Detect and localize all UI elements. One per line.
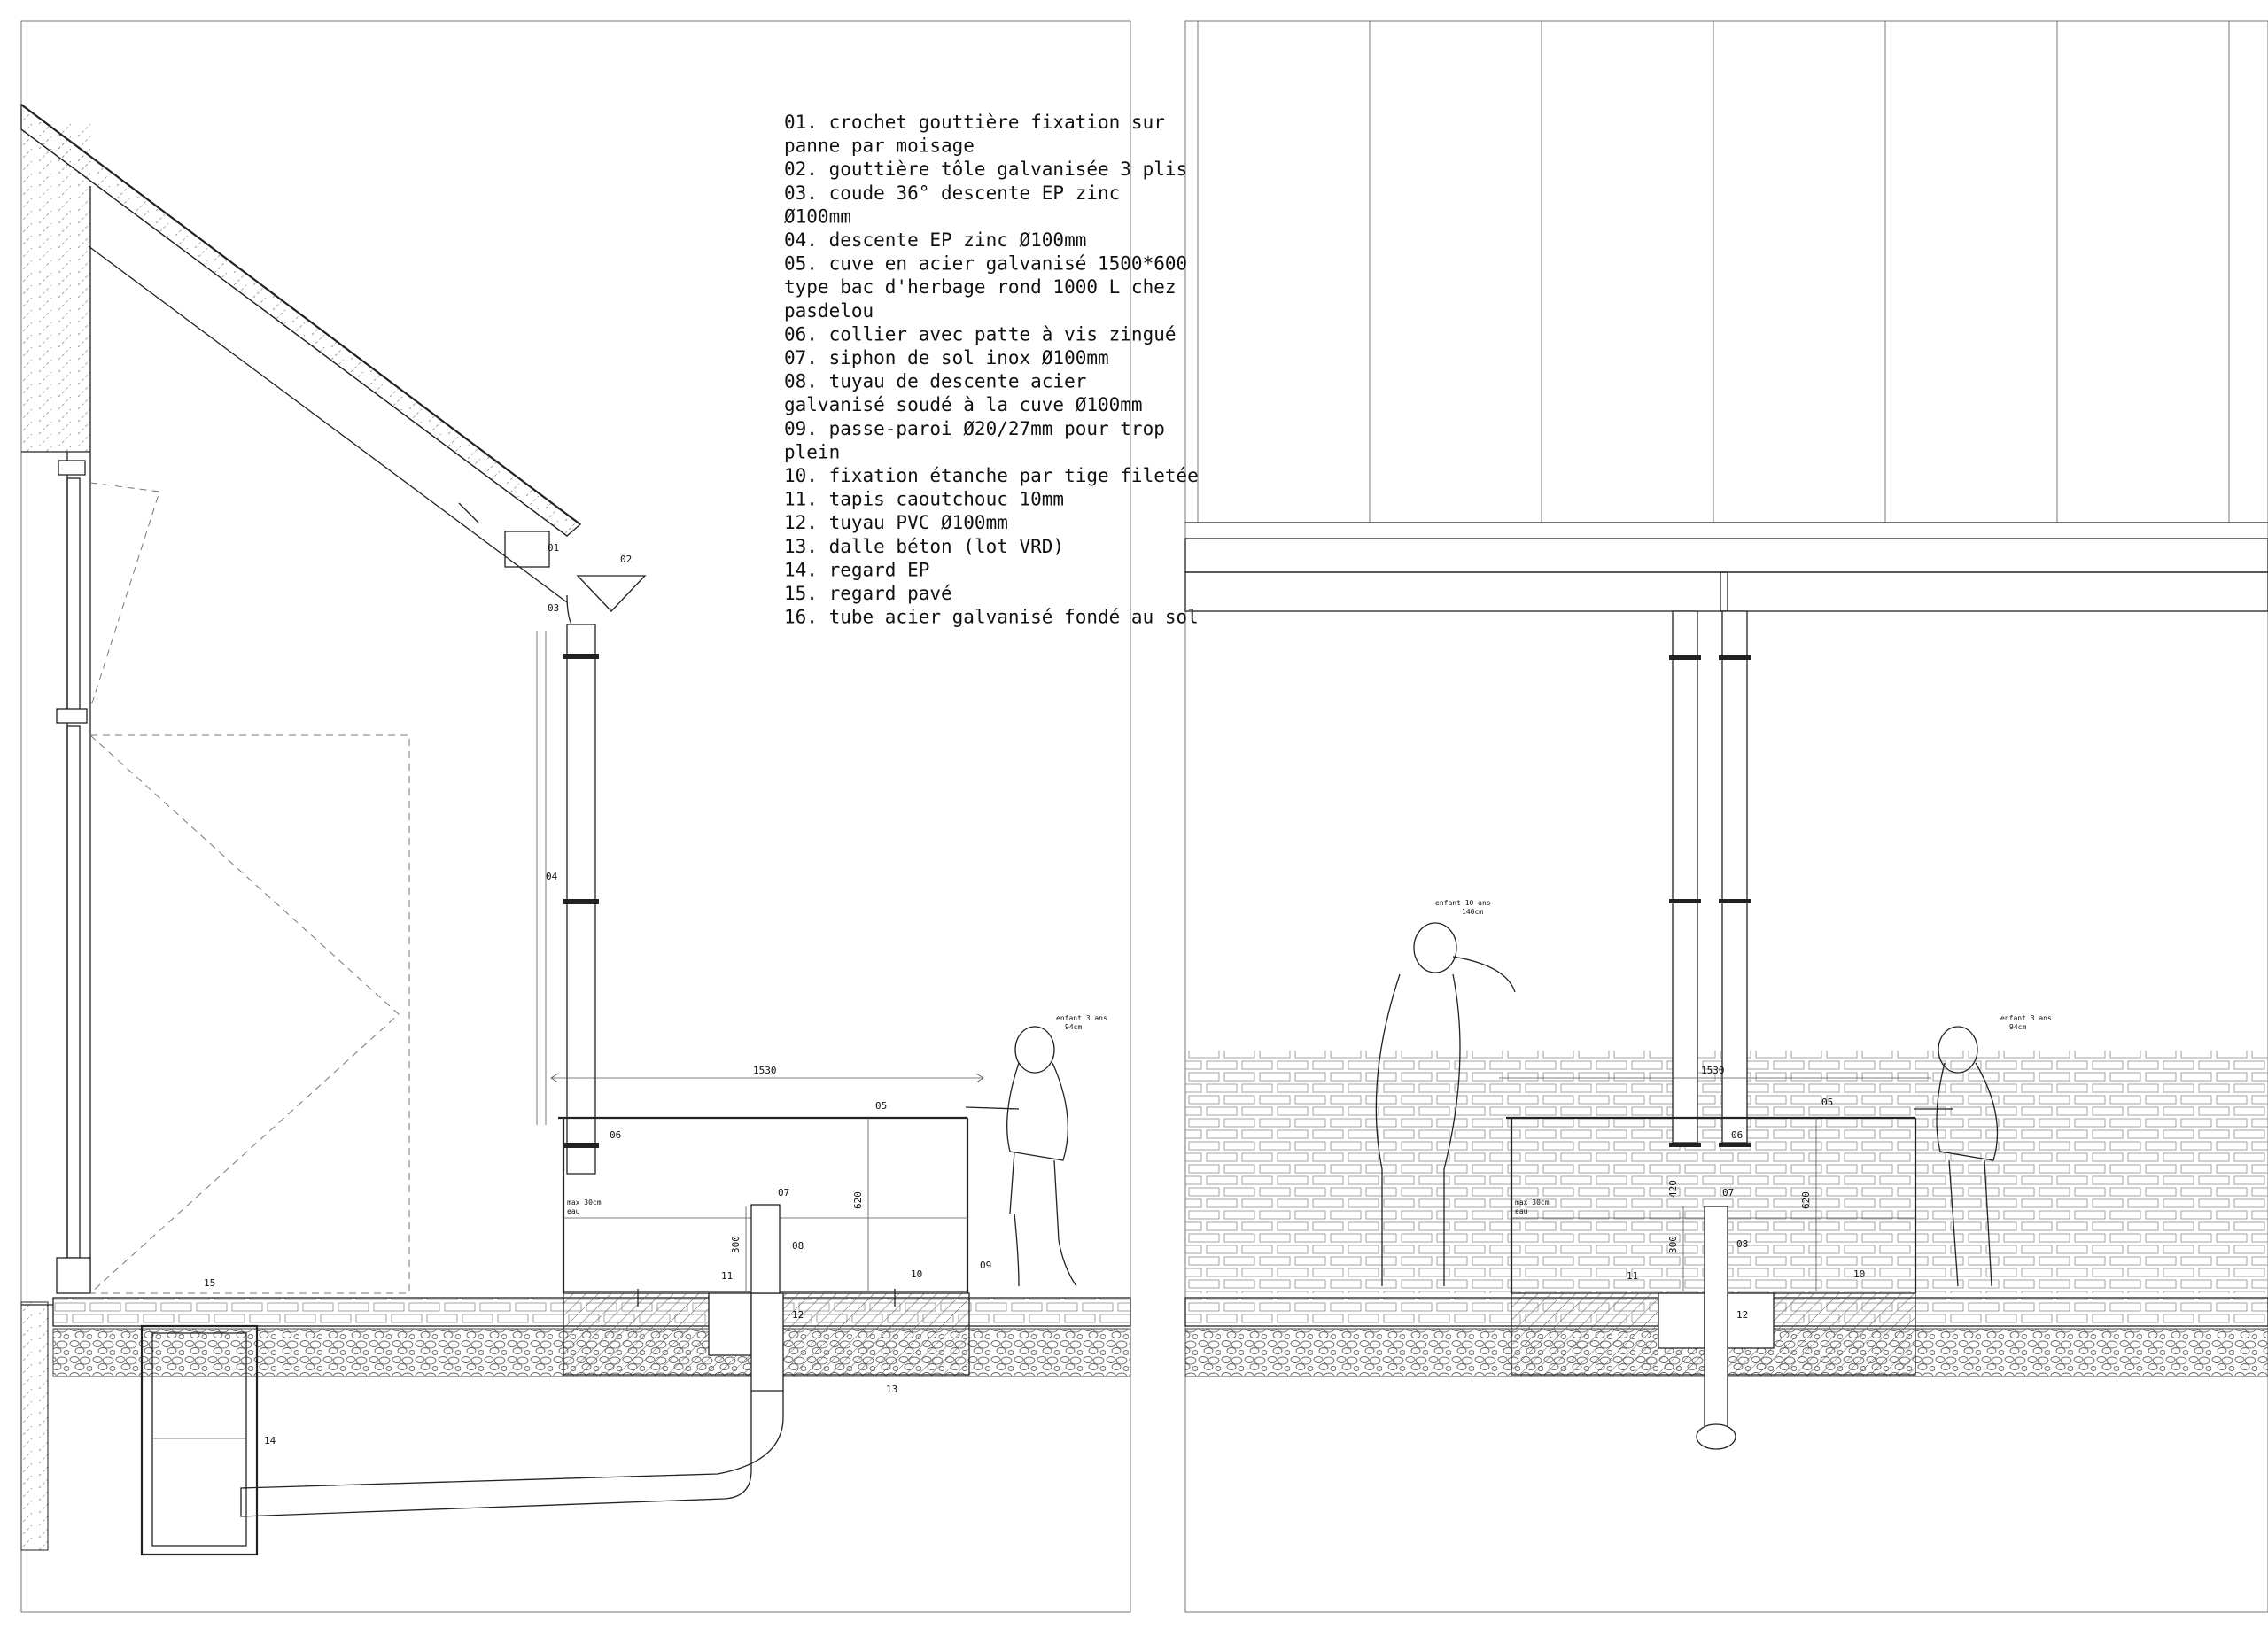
svg-text:max 30cm: max 30cm: [567, 1198, 602, 1206]
svg-text:1530: 1530: [1701, 1065, 1725, 1076]
legend-line: 15. regard pavé: [784, 583, 952, 604]
legend-line: 04. descente EP zinc Ø100mm: [784, 229, 1086, 251]
child-figure-small-right: [1914, 1026, 1999, 1287]
left-section: 1530 620 300 max 30cm eau enfant 3 ans 9…: [20, 103, 1131, 1556]
svg-text:94cm: 94cm: [2009, 1023, 2026, 1031]
dim-width-left: 1530: [550, 1065, 984, 1083]
svg-text:1530: 1530: [753, 1065, 777, 1076]
tag-05: 05: [875, 1100, 887, 1112]
legend-line: 16. tube acier galvanisé fondé au sol: [784, 607, 1199, 628]
svg-text:300: 300: [1667, 1236, 1679, 1253]
tag-08: 08: [792, 1240, 804, 1252]
tag-09: 09: [980, 1260, 991, 1271]
pvc-drain: [240, 1391, 784, 1517]
legend-line: 03. coude 36° descente EP zinc: [784, 182, 1120, 204]
svg-text:max 30cm: max 30cm: [1515, 1198, 1550, 1206]
tag-03: 03: [548, 602, 559, 614]
svg-text:eau: eau: [567, 1207, 580, 1215]
right-frame: [1184, 20, 2268, 1613]
left-frame: [20, 20, 1131, 1613]
tag-01: 01: [548, 542, 559, 554]
roof: [20, 103, 582, 603]
tag-r11: 11: [1627, 1270, 1638, 1282]
legend-line: 07. siphon de sol inox Ø100mm: [784, 347, 1109, 368]
legend-line: pasdelou: [784, 300, 874, 322]
child-figure-left: [965, 1026, 1077, 1287]
tag-12: 12: [792, 1309, 804, 1321]
tank-left: [558, 1116, 969, 1307]
tag-r12: 12: [1736, 1309, 1748, 1321]
svg-text:620: 620: [1800, 1191, 1812, 1209]
legend-line: 13. dalle béton (lot VRD): [784, 536, 1064, 557]
tag-r05: 05: [1821, 1097, 1833, 1108]
svg-text:eau: eau: [1515, 1207, 1528, 1215]
tag-02: 02: [620, 554, 632, 565]
roof-cladding: [1184, 21, 2268, 612]
child-figure-tall: [1375, 922, 1516, 1286]
tag-15: 15: [204, 1277, 215, 1289]
tag-14: 14: [264, 1435, 276, 1446]
legend-line: 11. tapis caoutchouc 10mm: [784, 489, 1064, 510]
legend-line: 05. cuve en acier galvanisé 1500*600: [784, 253, 1187, 275]
legend: 01. crochet gouttière fixation sur panne …: [784, 112, 1199, 628]
tag-13: 13: [886, 1384, 897, 1395]
legend-line: 08. tuyau de descente acier: [784, 371, 1086, 392]
svg-text:620: 620: [852, 1191, 864, 1209]
tag-04: 04: [546, 871, 558, 882]
tag-10: 10: [911, 1268, 922, 1280]
legend-line: 09. passe-paroi Ø20/27mm pour trop: [784, 418, 1165, 439]
tag-06: 06: [610, 1129, 621, 1141]
legend-line: 10. fixation étanche par tige filetée: [784, 465, 1199, 486]
legend-line: type bac d'herbage rond 1000 L chez: [784, 276, 1177, 298]
tag-11: 11: [721, 1270, 733, 1282]
legend-line: 06. collier avec patte à vis zingué: [784, 323, 1177, 345]
tank-right: [1506, 1116, 1917, 1450]
svg-text:300: 300: [730, 1236, 742, 1253]
legend-line: 02. gouttière tôle galvanisée 3 plis: [784, 159, 1187, 180]
legend-line: 12. tuyau PVC Ø100mm: [784, 512, 1008, 533]
gutter-downpipe: [536, 575, 647, 1175]
legend-line: 01. crochet gouttière fixation sur: [784, 112, 1165, 133]
right-section: 1530 620 300 420 max 30cm eau enfant 3 a…: [1184, 21, 2268, 1450]
svg-text:enfant 10 ans: enfant 10 ans: [1435, 899, 1491, 907]
regard-ep: [140, 1324, 259, 1556]
svg-text:140cm: 140cm: [1462, 908, 1483, 916]
legend-line: plein: [784, 441, 840, 462]
legend-line: 14. regard EP: [784, 559, 929, 580]
svg-text:enfant 3 ans: enfant 3 ans: [1056, 1014, 1107, 1022]
tag-r10: 10: [1853, 1268, 1865, 1280]
tag-r08: 08: [1736, 1238, 1748, 1250]
tag-r06: 06: [1731, 1129, 1743, 1141]
legend-line: panne par moisage: [784, 136, 975, 157]
tag-r07: 07: [1722, 1187, 1734, 1198]
legend-line: Ø100mm: [784, 206, 851, 227]
svg-text:420: 420: [1667, 1180, 1679, 1198]
tag-07: 07: [778, 1187, 789, 1198]
twin-posts: [1669, 610, 1751, 1147]
svg-text:enfant 3 ans: enfant 3 ans: [2000, 1014, 2052, 1022]
building-wall: [20, 124, 410, 1551]
legend-line: galvanisé soudé à la cuve Ø100mm: [784, 394, 1143, 415]
svg-text:94cm: 94cm: [1065, 1023, 1082, 1031]
